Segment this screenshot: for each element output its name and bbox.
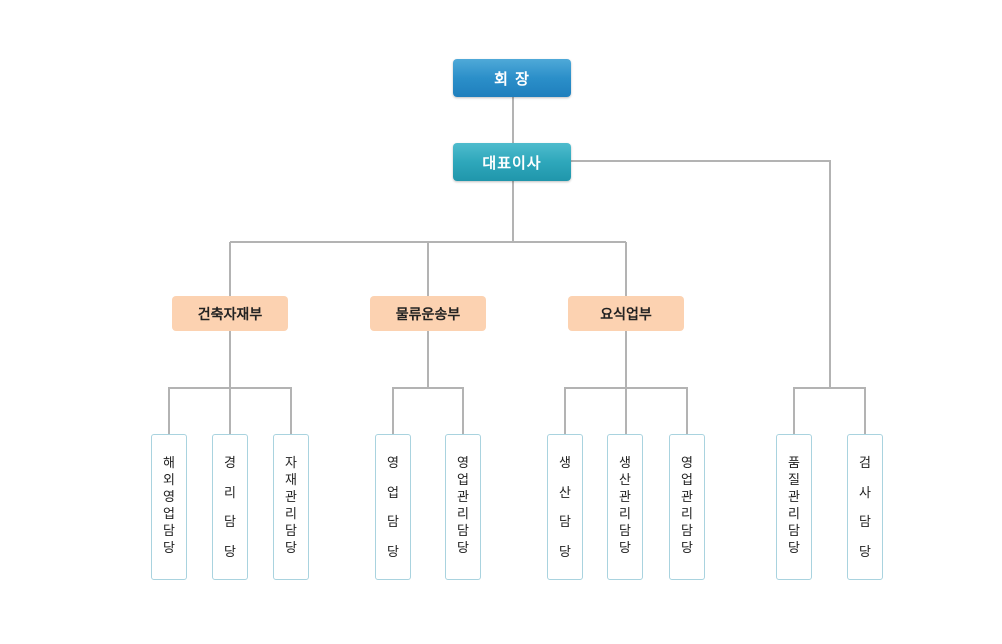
label-char: 당 [457, 541, 469, 556]
label-char: 업 [457, 473, 469, 488]
label-char: 당 [285, 541, 297, 556]
connector-catering-teams [564, 387, 688, 434]
dept-construction-label: 건축자재부 [197, 306, 263, 323]
connector-quality-teams [793, 387, 866, 434]
label-char: 담 [559, 515, 571, 531]
label-char: 해 [163, 456, 175, 471]
label-char: 리 [224, 485, 236, 501]
connector-logistics-teams [392, 387, 464, 434]
ceo-box: 대표이사 [453, 143, 571, 181]
label-char: 담 [681, 524, 693, 539]
label-char: 관 [681, 490, 693, 505]
label-char: 업 [387, 485, 399, 501]
label-char: 자 [285, 456, 297, 471]
label-char: 업 [163, 507, 175, 522]
label-char: 담 [285, 524, 297, 539]
label-char: 영 [681, 456, 693, 471]
dept-catering-box: 요식업부 [568, 296, 684, 331]
label-char: 외 [163, 473, 175, 488]
label-char: 당 [619, 541, 631, 556]
label-char: 담 [859, 515, 871, 531]
label-char: 당 [681, 541, 693, 556]
label-char: 담 [163, 524, 175, 539]
label-char: 담 [619, 524, 631, 539]
label-char: 관 [457, 490, 469, 505]
label-char: 당 [559, 544, 571, 560]
label-char: 리 [681, 507, 693, 522]
label-char: 리 [285, 507, 297, 522]
dept-logistics-box: 물류운송부 [370, 296, 486, 331]
dept-construction-box: 건축자재부 [172, 296, 288, 331]
label-char: 산 [619, 473, 631, 488]
label-char: 검 [859, 456, 871, 471]
connector-construction-teams [168, 387, 292, 434]
label-char: 질 [788, 473, 800, 488]
label-char: 관 [285, 490, 297, 505]
label-char: 생 [619, 456, 631, 471]
chairman-box: 회 장 [453, 59, 571, 97]
label-char: 담 [788, 524, 800, 539]
label-char: 당 [387, 544, 399, 560]
label-char: 영 [387, 456, 399, 471]
label-char: 당 [859, 544, 871, 560]
label-char: 품 [788, 456, 800, 471]
label-char: 산 [559, 485, 571, 501]
label-char: 담 [387, 515, 399, 531]
chairman-label: 회 장 [494, 69, 530, 88]
label-char: 경 [224, 456, 236, 471]
label-char: 당 [224, 544, 236, 560]
label-char: 업 [681, 473, 693, 488]
label-char: 리 [788, 507, 800, 522]
label-char: 리 [457, 507, 469, 522]
label-char: 재 [285, 473, 297, 488]
label-char: 영 [163, 490, 175, 505]
label-char: 관 [619, 490, 631, 505]
connector-ceo-quality [571, 160, 831, 388]
ceo-label: 대표이사 [482, 153, 542, 172]
label-char: 당 [163, 541, 175, 556]
label-char: 영 [457, 456, 469, 471]
label-char: 사 [859, 485, 871, 501]
label-char: 담 [224, 515, 236, 531]
label-char: 관 [788, 490, 800, 505]
label-char: 담 [457, 524, 469, 539]
label-char: 리 [619, 507, 631, 522]
dept-catering-label: 요식업부 [600, 306, 652, 323]
label-char: 당 [788, 541, 800, 556]
label-char: 생 [559, 456, 571, 471]
dept-logistics-label: 물류운송부 [395, 306, 461, 323]
